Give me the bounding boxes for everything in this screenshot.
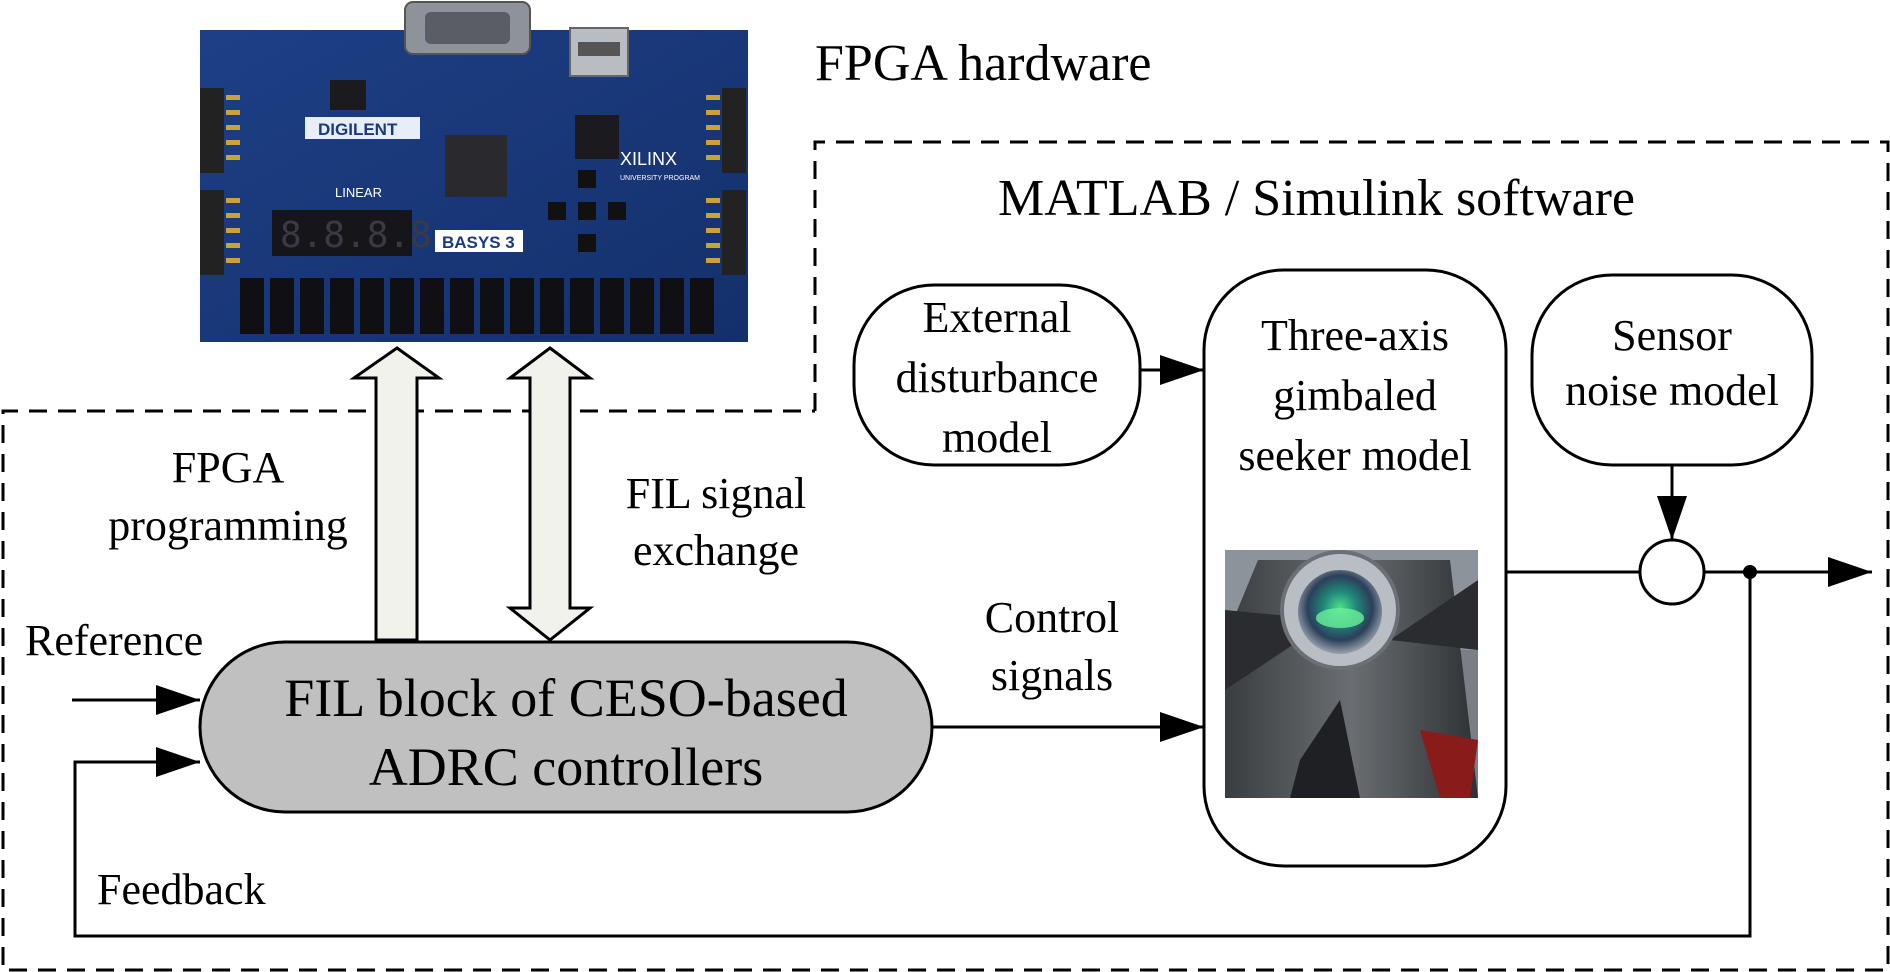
fpga-region-border (1, 140, 1890, 972)
fpga-programming-label-line1: FPGA (172, 443, 285, 492)
fil-signal-exchange-label-line2: exchange (633, 526, 799, 575)
branch-point (1743, 565, 1757, 579)
reference-label: Reference (25, 616, 203, 665)
fpga-programming-arrow-shape (349, 346, 444, 642)
control-signals-label-line1: Control (985, 593, 1119, 642)
fil-block-text-line2: ADRC controllers (369, 737, 763, 797)
seeker-model-text-line1: Three-axis (1261, 311, 1449, 360)
external-disturbance-text-line3: model (942, 413, 1052, 462)
fil-exchange-arrow-shape (505, 346, 595, 642)
fpga-board-image: DIGILENT XILINX UNIVERSITY PROGRAM LINEA… (200, 1, 748, 342)
board-vendor: XILINX (620, 149, 677, 169)
seven-segment-display: 8.8.8.8. (280, 215, 453, 256)
board-program: UNIVERSITY PROGRAM (620, 175, 700, 182)
external-disturbance-block (852, 283, 1142, 467)
seeker-model-text-line3: seeker model (1238, 431, 1471, 480)
fil-block-text-line1: FIL block of CESO-based (284, 668, 847, 728)
summing-junction (1638, 538, 1706, 606)
fpga-hardware-title: FPGA hardware (815, 35, 1152, 92)
fil-signal-exchange-label-line1: FIL signal (626, 469, 806, 518)
external-disturbance-text-line1: External (922, 293, 1071, 342)
board-model: BASYS 3 (442, 233, 515, 252)
board-brand: DIGILENT (318, 120, 398, 139)
external-disturbance-text-line2: disturbance (896, 353, 1099, 402)
seeker-model-text-line2: gimbaled (1273, 371, 1437, 420)
feedback-label: Feedback (97, 865, 266, 914)
feedback-line (73, 572, 1752, 938)
fpga-programming-label-line2: programming (108, 501, 348, 550)
control-signals-label-line2: signals (991, 651, 1113, 700)
matlab-software-title: MATLAB / Simulink software (998, 170, 1635, 227)
seeker-missile-image (1225, 550, 1478, 798)
board-chip-maker: LINEAR (335, 185, 382, 200)
sensor-noise-text-line1: Sensor (1612, 311, 1732, 360)
sensor-noise-text-line2: noise model (1565, 366, 1779, 415)
